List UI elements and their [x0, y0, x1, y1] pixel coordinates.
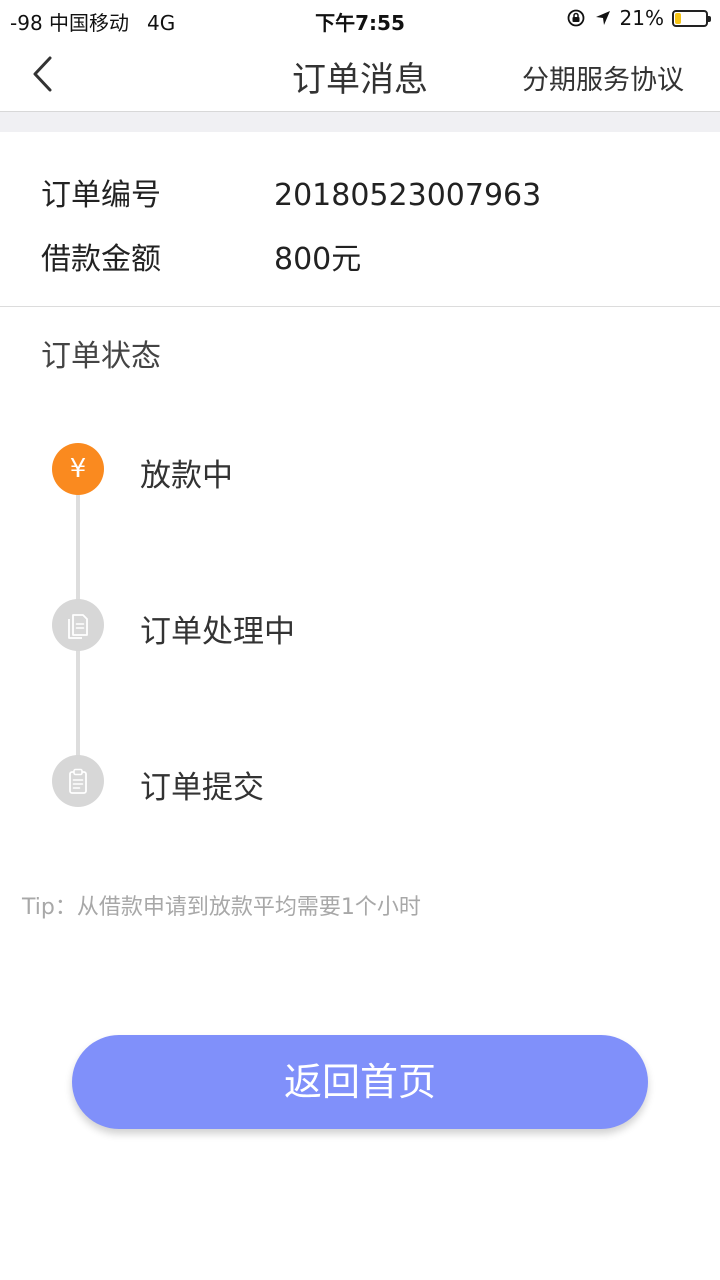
clock: 下午7:55	[315, 11, 405, 35]
step-label: 放款中	[140, 458, 233, 494]
status-bar: -98 中国移动 4G 下午7:55 21%	[0, 0, 720, 38]
tip-text: Tip：从借款申请到放款平均需要1个小时	[22, 895, 421, 920]
section-divider	[0, 112, 720, 132]
status-step-disbursing: ¥ 放款中	[52, 443, 652, 497]
yen-glyph: ¥	[69, 454, 87, 484]
loan-amount-label: 借款金额	[41, 242, 161, 277]
clipboard-icon	[52, 755, 104, 807]
order-number-label: 订单编号	[41, 178, 161, 213]
loan-amount-row: 借款金额 800元	[41, 234, 361, 278]
nav-bar: 订单消息 分期服务协议	[0, 38, 720, 112]
chevron-left-icon	[33, 56, 52, 92]
installment-agreement-link[interactable]: 分期服务协议	[522, 65, 684, 96]
carrier-info: -98 中国移动 4G	[10, 7, 175, 36]
orientation-lock-icon	[566, 8, 586, 28]
order-info-section: 订单编号 20180523007963 借款金额 800元	[0, 132, 720, 307]
order-status-title: 订单状态	[41, 339, 161, 374]
battery-level	[675, 12, 681, 24]
yen-icon: ¥	[52, 443, 104, 495]
battery-percent: 21%	[619, 6, 664, 30]
battery-icon	[672, 9, 711, 27]
location-arrow-icon	[594, 9, 612, 27]
document-icon	[52, 599, 104, 651]
order-number-row: 订单编号 20180523007963	[41, 170, 541, 214]
loan-amount-value: 800元	[274, 242, 362, 277]
network-type: 4G	[147, 11, 176, 35]
status-icons: 21%	[566, 6, 711, 30]
step-label: 订单提交	[140, 770, 264, 806]
page-title: 订单消息	[292, 60, 428, 100]
status-step-processing: 订单处理中	[52, 599, 652, 653]
back-to-home-button[interactable]: 返回首页	[72, 1035, 648, 1129]
back-button[interactable]	[26, 52, 66, 96]
status-step-submitted: 订单提交	[52, 755, 652, 809]
carrier-name: -98 中国移动	[10, 11, 130, 35]
order-number-value: 20180523007963	[274, 178, 542, 213]
step-label: 订单处理中	[140, 614, 295, 650]
